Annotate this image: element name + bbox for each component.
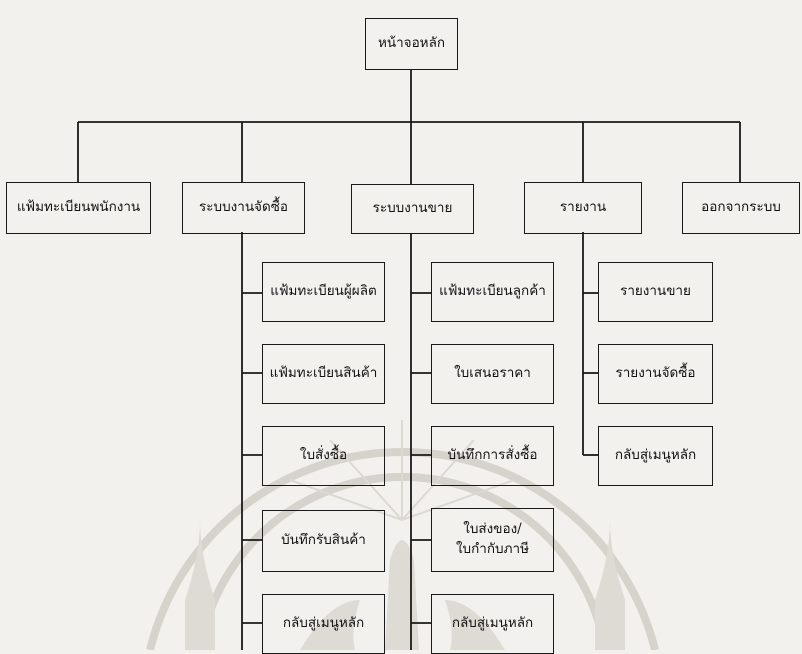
node-exit-system-label: ออกจากระบบ (701, 199, 781, 216)
node-sales-delivery-tax-invoice[interactable]: ใบส่งของ/ ใบกำกับภาษี (431, 508, 554, 572)
node-reports-label: รายงาน (559, 199, 607, 216)
node-purchasing-back-to-menu[interactable]: กลับสู่เมนูหลัก (262, 594, 385, 654)
node-sales-customer-file-label: แฟ้มทะเบียนลูกค้า (439, 283, 546, 300)
node-employee-file[interactable]: แฟ้มทะเบียนพนักงาน (6, 182, 151, 234)
node-exit-system[interactable]: ออกจากระบบ (682, 182, 800, 234)
node-reports-purchasing-report-label: รายงานจัดซื้อ (615, 365, 696, 382)
node-purchasing-product-file[interactable]: แฟ้มทะเบียนสินค้า (262, 344, 385, 404)
node-sales-order-entry-label: บันทึกการสั่งซื้อ (447, 447, 538, 464)
node-purchasing-back-to-menu-label: กลับสู่เมนูหลัก (282, 615, 365, 632)
node-reports-back-to-menu[interactable]: กลับสู่เมนูหลัก (598, 426, 713, 486)
node-sales-back-to-menu-label: กลับสู่เมนูหลัก (451, 615, 534, 632)
node-purchasing-goods-received-label: บันทึกรับสินค้า (281, 532, 366, 549)
root-node-main-screen[interactable]: หน้าจอหลัก (365, 18, 458, 70)
node-purchasing-purchase-order[interactable]: ใบสั่งซื้อ (262, 426, 385, 486)
node-sales-customer-file[interactable]: แฟ้มทะเบียนลูกค้า (431, 262, 554, 322)
node-sales-quotation[interactable]: ใบเสนอราคา (431, 344, 554, 404)
node-reports-sales-report[interactable]: รายงานขาย (598, 262, 713, 322)
node-employee-file-label: แฟ้มทะเบียนพนักงาน (16, 199, 141, 216)
node-purchasing-supplier-file[interactable]: แฟ้มทะเบียนผู้ผลิต (262, 262, 385, 322)
node-purchasing-product-file-label: แฟ้มทะเบียนสินค้า (269, 365, 378, 382)
node-purchasing-supplier-file-label: แฟ้มทะเบียนผู้ผลิต (270, 283, 377, 300)
node-reports-purchasing-report[interactable]: รายงานจัดซื้อ (598, 344, 713, 404)
node-purchasing-system[interactable]: ระบบงานจัดซื้อ (182, 182, 305, 234)
node-reports-sales-report-label: รายงานขาย (620, 283, 691, 300)
node-reports[interactable]: รายงาน (524, 182, 642, 234)
node-sales-system[interactable]: ระบบงานขาย (351, 184, 474, 234)
node-sales-quotation-label: ใบเสนอราคา (454, 365, 531, 382)
node-reports-back-to-menu-label: กลับสู่เมนูหลัก (614, 447, 697, 464)
node-purchasing-system-label: ระบบงานจัดซื้อ (199, 199, 288, 216)
node-purchasing-purchase-order-label: ใบสั่งซื้อ (299, 447, 348, 464)
node-sales-system-label: ระบบงานขาย (372, 200, 453, 217)
node-sales-order-entry[interactable]: บันทึกการสั่งซื้อ (431, 426, 554, 486)
node-sales-back-to-menu[interactable]: กลับสู่เมนูหลัก (431, 594, 554, 654)
root-node-label: หน้าจอหลัก (377, 35, 446, 52)
node-purchasing-goods-received[interactable]: บันทึกรับสินค้า (262, 510, 385, 572)
node-sales-delivery-tax-invoice-label: ใบส่งของ/ ใบกำกับภาษี (455, 521, 530, 557)
